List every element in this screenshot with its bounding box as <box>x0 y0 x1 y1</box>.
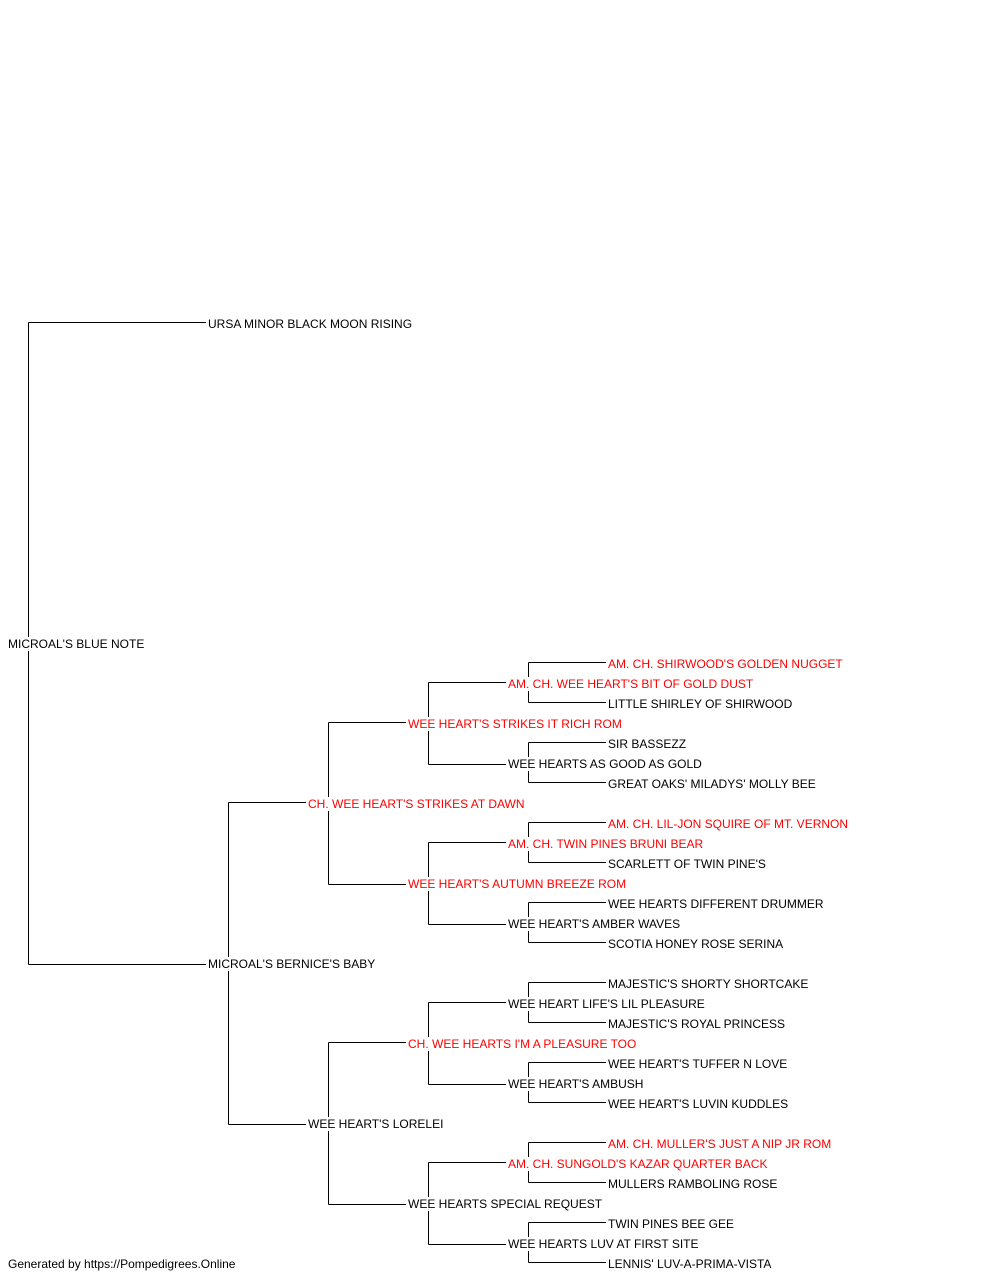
gen3-ancestor-4[interactable]: WEE HEARTS SPECIAL REQUEST <box>408 1197 605 1211</box>
gen5-ancestor-8[interactable]: SCOTIA HONEY ROSE SERINA <box>608 937 786 951</box>
gen5-ancestor-6[interactable]: SCARLETT OF TWIN PINE'S <box>608 857 768 871</box>
gen4-ancestor-7[interactable]: AM. CH. SUNGOLD'S KAZAR QUARTER BACK <box>508 1157 770 1171</box>
gen3-ancestor-2[interactable]: WEE HEART'S AUTUMN BREEZE ROM <box>408 877 629 891</box>
gen4-ancestor-3[interactable]: AM. CH. TWIN PINES BRUNI BEAR <box>508 837 706 851</box>
gen5-ancestor-14[interactable]: MULLERS RAMBOLING ROSE <box>608 1177 780 1191</box>
dam-sire[interactable]: CH. WEE HEART'S STRIKES AT DAWN <box>308 797 527 811</box>
gen5-ancestor-11[interactable]: WEE HEART'S TUFFER N LOVE <box>608 1057 790 1071</box>
gen4-ancestor-6[interactable]: WEE HEART'S AMBUSH <box>508 1077 646 1091</box>
gen4-ancestor-2[interactable]: WEE HEARTS AS GOOD AS GOLD <box>508 757 704 771</box>
gen5-ancestor-7[interactable]: WEE HEARTS DIFFERENT DRUMMER <box>608 897 826 911</box>
gen4-ancestor-4[interactable]: WEE HEART'S AMBER WAVES <box>508 917 683 931</box>
dam-dam[interactable]: WEE HEART'S LORELEI <box>308 1117 446 1131</box>
gen5-ancestor-1[interactable]: AM. CH. SHIRWOOD'S GOLDEN NUGGET <box>608 657 845 671</box>
gen5-ancestor-5[interactable]: AM. CH. LIL-JON SQUIRE OF MT. VERNON <box>608 817 851 831</box>
gen4-ancestor-5[interactable]: WEE HEART LIFE'S LIL PLEASURE <box>508 997 707 1011</box>
gen3-ancestor-3[interactable]: CH. WEE HEARTS I'M A PLEASURE TOO <box>408 1037 639 1051</box>
gen5-ancestor-3[interactable]: SIR BASSEZZ <box>608 737 689 751</box>
generator-credit: Generated by https://Pompedigrees.Online <box>8 1257 236 1271</box>
gen5-ancestor-13[interactable]: AM. CH. MULLER'S JUST A NIP JR ROM <box>608 1137 834 1151</box>
gen5-ancestor-16[interactable]: LENNIS' LUV-A-PRIMA-VISTA <box>608 1257 774 1271</box>
dam[interactable]: MICROAL'S BERNICE'S BABY <box>208 957 378 971</box>
subject-dog[interactable]: MICROAL'S BLUE NOTE <box>8 637 147 651</box>
gen5-ancestor-10[interactable]: MAJESTIC'S ROYAL PRINCESS <box>608 1017 787 1031</box>
gen5-ancestor-2[interactable]: LITTLE SHIRLEY OF SHIRWOOD <box>608 697 795 711</box>
gen5-ancestor-4[interactable]: GREAT OAKS' MILADYS' MOLLY BEE <box>608 777 818 791</box>
gen5-ancestor-15[interactable]: TWIN PINES BEE GEE <box>608 1217 737 1231</box>
gen4-ancestor-8[interactable]: WEE HEARTS LUV AT FIRST SITE <box>508 1237 701 1251</box>
gen5-ancestor-9[interactable]: MAJESTIC'S SHORTY SHORTCAKE <box>608 977 811 991</box>
sire[interactable]: URSA MINOR BLACK MOON RISING <box>208 317 415 331</box>
gen4-ancestor-1[interactable]: AM. CH. WEE HEART'S BIT OF GOLD DUST <box>508 677 756 691</box>
gen5-ancestor-12[interactable]: WEE HEART'S LUVIN KUDDLES <box>608 1097 791 1111</box>
gen3-ancestor-1[interactable]: WEE HEART'S STRIKES IT RICH ROM <box>408 717 624 731</box>
